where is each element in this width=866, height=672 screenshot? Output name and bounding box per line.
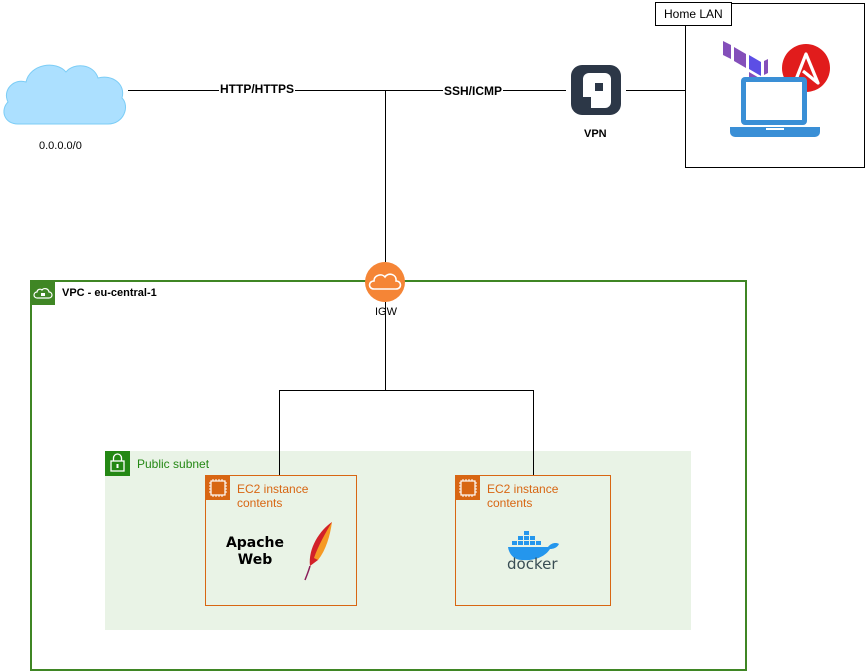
igw-icon [365,262,405,302]
ec2-right-box [455,475,611,606]
ec2-left-label-line2: contents [237,496,283,510]
public-subnet-area [105,451,691,630]
internet-cloud-icon [3,64,126,125]
home-lan-label: Home LAN [655,2,732,26]
vpn-label: VPN [584,128,607,140]
ec2-chip-icon [206,476,230,500]
docker-label: docker [507,555,558,573]
internet-cidr-label: 0.0.0.0/0 [39,140,82,152]
apache-label-line2: Web [237,552,273,568]
ec2-right-label-line2: contents [487,496,533,510]
docker-whale-icon [508,531,559,561]
ec2-right-label-line1: EC2 instance [487,482,559,496]
ec2-chip-icon [456,476,480,500]
apache-web-label: Apache Web [222,535,288,569]
vpn-logo-icon [571,65,621,115]
ec2-right-label: EC2 instance contents [487,482,558,510]
ec2-left-label-line1: EC2 instance [237,482,309,496]
igw-label: IGW [375,306,397,318]
laptop-icon [730,77,820,137]
ec2-left-box [205,475,357,606]
http-link-label: HTTP/HTTPS [219,82,295,96]
subnet-lock-icon [105,451,130,476]
apache-label-line1: Apache [225,535,285,551]
ssh-link-label: SSH/ICMP [443,84,504,98]
vpc-icon [31,281,55,305]
vpc-label: VPC - eu-central-1 [62,287,157,299]
subnet-label: Public subnet [137,457,210,471]
apache-feather-icon [304,522,332,581]
ec2-left-label: EC2 instance contents [237,482,308,510]
